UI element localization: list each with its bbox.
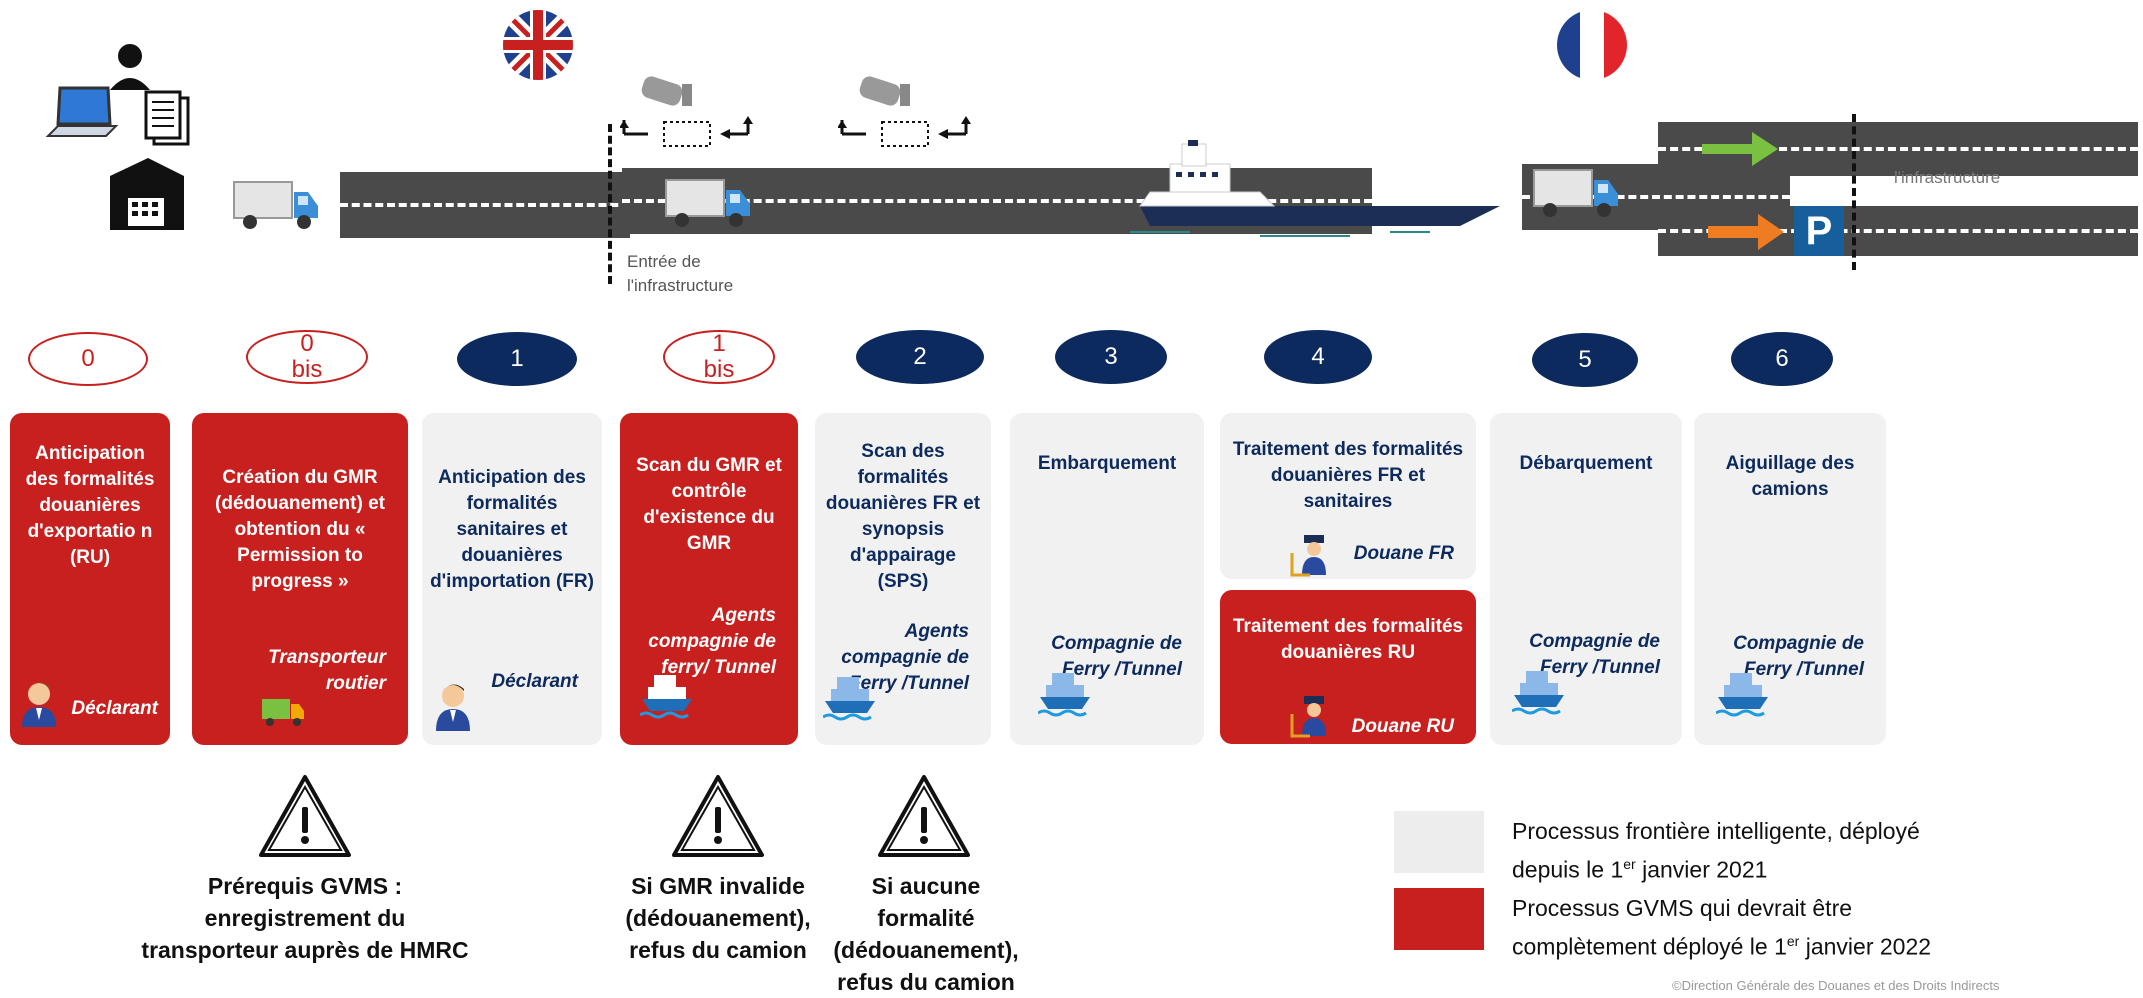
ferry-icon: [1130, 140, 1500, 237]
process-card: Anticipation des formalités douanières d…: [10, 413, 170, 745]
card-actor: Compagnie de Ferry /Tunnel: [1529, 631, 1660, 678]
card-actor: Déclarant: [491, 671, 578, 692]
card-title: Anticipation des formalités douanières d…: [25, 443, 155, 568]
card-title: Scan du GMR et contrôle d'existence du G…: [636, 455, 782, 554]
card-actor: Transporteur routier: [268, 647, 386, 694]
step-badge: 1 bis: [663, 330, 775, 384]
camera-scanner-icon: [620, 76, 753, 147]
step-badge: 4: [1264, 330, 1372, 384]
card-actor: Compagnie de Ferry /Tunnel: [1733, 633, 1864, 680]
declarant-group-icon: [45, 44, 190, 230]
warning-text: Si aucune formalité (dédouanement), refu…: [833, 873, 1019, 995]
camera-scanner-icon: [838, 76, 971, 147]
step-badge: 1: [457, 332, 577, 386]
card-title: Scan des formalités douanières FR et syn…: [825, 441, 981, 592]
ship-icon: [1512, 671, 1564, 715]
infrastructure-entry-label: Entrée de l'infrastructure: [627, 252, 734, 295]
card-title: Création du GMR (dédouanement) et obtent…: [215, 467, 385, 592]
step-badge: 3: [1055, 330, 1167, 384]
warning-icon: [259, 775, 351, 857]
step-badge: 5: [1532, 333, 1638, 387]
ship-icon: [1716, 673, 1768, 717]
orange-arrow-icon: [1708, 214, 1784, 250]
process-card: Traitement des formalités douanières FR …: [1220, 413, 1476, 579]
legend-swatch: [1394, 888, 1484, 950]
card-actor: Déclarant: [71, 698, 158, 719]
person-icon: [436, 684, 470, 731]
warning-icon: [672, 775, 764, 857]
warning-text: Si GMR invalide (dédouanement), refus du…: [625, 873, 811, 963]
step-badge: 2: [856, 330, 984, 384]
truck-icon: [1533, 169, 1618, 217]
process-card: Anticipation des formalités sanitaires e…: [422, 413, 602, 745]
truck-icon: [233, 181, 318, 229]
ship-icon: [823, 677, 875, 721]
process-card: Aiguillage des camions Compagnie de Ferr…: [1694, 413, 1886, 745]
process-card: Débarquement Compagnie de Ferry /Tunnel: [1490, 413, 1682, 745]
card-title: Aiguillage des camions: [1725, 453, 1855, 500]
card-title: Traitement des formalités douanières RU: [1232, 616, 1464, 663]
card-title: Débarquement: [1519, 453, 1653, 474]
card-title: Anticipation des formalités sanitaires e…: [430, 467, 594, 592]
warning-text: Prérequis GVMS : enregistrement du trans…: [141, 873, 469, 963]
france-flag-icon: [1557, 10, 1627, 80]
legend-label: Processus frontière intelligente, déploy…: [1512, 818, 1920, 883]
customs-officer-icon: [1290, 535, 1326, 577]
green-arrow-icon: [1702, 132, 1778, 166]
card-actor: Douane RU: [1351, 716, 1454, 737]
uk-flag-icon: [503, 10, 573, 80]
footer-copyright: ©Direction Générale des Douanes et des D…: [1672, 978, 2000, 993]
person-icon: [22, 682, 56, 727]
infrastructure-entry-line: [608, 124, 612, 284]
truck-icon: [665, 179, 750, 227]
process-card: Traitement des formalités douanières RU …: [1220, 590, 1476, 744]
road-segment: [340, 172, 630, 238]
legend-swatch: [1394, 811, 1484, 873]
card-actor: Agents compagnie de ferry/ Tunnel: [648, 605, 776, 678]
infrastructure-exit-label: l'infrastructure: [1894, 168, 2001, 187]
process-card: Création du GMR (dédouanement) et obtent…: [192, 413, 408, 745]
step-badge: 0 bis: [246, 330, 368, 384]
step-badge: 0: [28, 332, 148, 386]
warning-icon: [878, 775, 970, 857]
process-card: Embarquement Compagnie de Ferry /Tunnel: [1010, 413, 1204, 745]
ship-icon: [640, 675, 692, 719]
process-card: Scan des formalités douanières FR et syn…: [815, 413, 991, 745]
legend-label: Processus GVMS qui devrait être complète…: [1512, 895, 1932, 960]
step-badge: 6: [1731, 332, 1833, 386]
ship-icon: [1038, 673, 1090, 717]
card-title: Traitement des formalités douanières FR …: [1232, 439, 1464, 512]
card-actor: Agents compagnie de Ferry /Tunnel: [841, 621, 969, 694]
customs-officer-icon: [1290, 696, 1326, 738]
infrastructure-exit-line: [1852, 114, 1856, 270]
card-actor: Compagnie de Ferry /Tunnel: [1051, 633, 1182, 680]
parking-sign: P: [1794, 206, 1844, 256]
card-title: Embarquement: [1037, 453, 1177, 474]
truck-icon: [262, 699, 304, 726]
process-card: Scan du GMR et contrôle d'existence du G…: [620, 413, 798, 745]
card-actor: Douane FR: [1353, 543, 1454, 564]
